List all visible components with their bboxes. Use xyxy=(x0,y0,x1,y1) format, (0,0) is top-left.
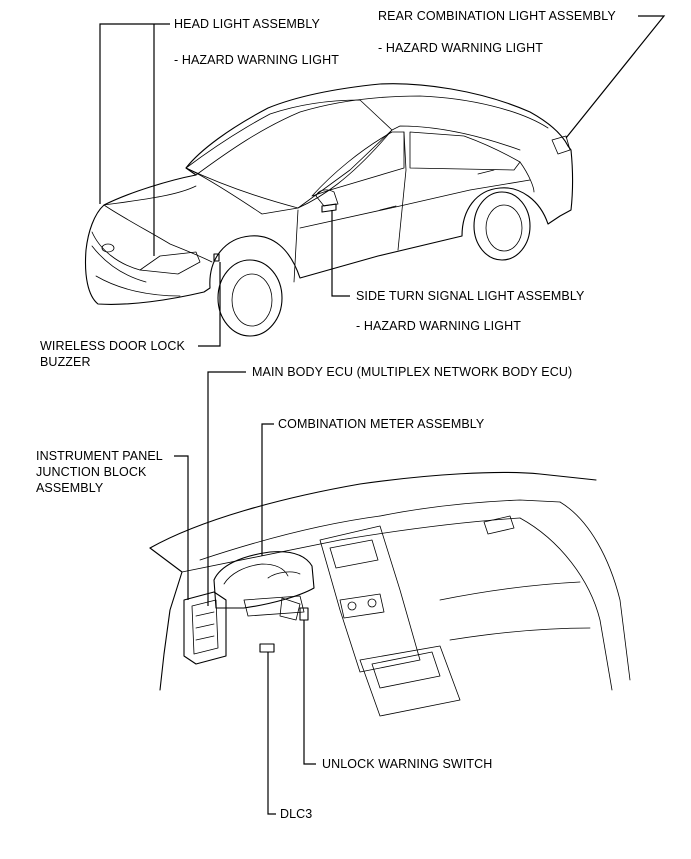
wireless-buzzer-label-line2: BUZZER xyxy=(40,355,91,369)
head-light-sub-label: - HAZARD WARNING LIGHT xyxy=(174,53,339,67)
rear-combination-label: REAR COMBINATION LIGHT ASSEMBLY xyxy=(378,9,616,23)
main-body-ecu-label: MAIN BODY ECU (MULTIPLEX NETWORK BODY EC… xyxy=(252,365,573,379)
car-illustration xyxy=(84,83,574,337)
side-turn-sub-label: - HAZARD WARNING LIGHT xyxy=(356,319,521,333)
unlock-warning-label: UNLOCK WARNING SWITCH xyxy=(322,757,493,771)
dashboard-illustration xyxy=(149,471,631,717)
combination-meter-label: COMBINATION METER ASSEMBLY xyxy=(278,417,485,431)
ip-junction-label-line3: ASSEMBLY xyxy=(36,481,104,495)
head-light-label: HEAD LIGHT ASSEMBLY xyxy=(174,17,320,31)
rear-combination-sub-label: - HAZARD WARNING LIGHT xyxy=(378,41,543,55)
ip-junction-label-line2: JUNCTION BLOCK xyxy=(36,465,147,479)
leader-lines xyxy=(99,15,666,815)
dlc3-label: DLC3 xyxy=(280,807,313,821)
side-turn-label: SIDE TURN SIGNAL LIGHT ASSEMBLY xyxy=(356,289,585,303)
wireless-buzzer-label-line1: WIRELESS DOOR LOCK xyxy=(40,339,185,353)
ip-junction-label-line1: INSTRUMENT PANEL xyxy=(36,449,163,463)
